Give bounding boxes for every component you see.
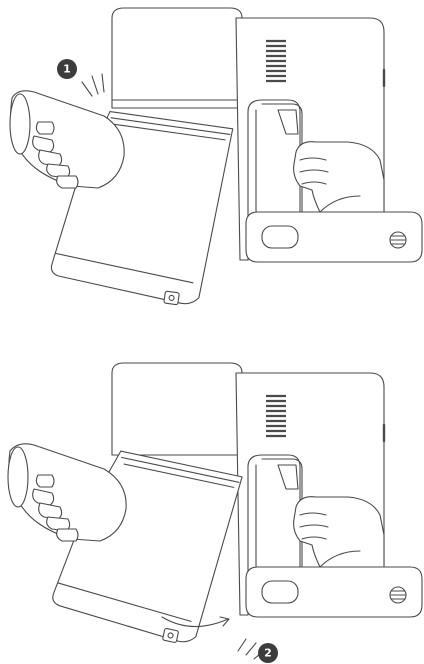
step-1-illustration: 1 <box>0 0 424 320</box>
hand-icon <box>10 91 124 188</box>
hand-icon <box>8 444 126 541</box>
step-badge-2: 2 <box>258 643 278 663</box>
click-sound-icon <box>82 74 104 96</box>
step-2-panel: 2 <box>0 355 424 664</box>
step-number: 2 <box>264 647 272 660</box>
step-number: 1 <box>63 63 71 76</box>
vent-slots <box>266 41 286 81</box>
step-2-illustration: 2 <box>0 355 424 664</box>
vent-slots <box>266 396 286 436</box>
step-1-panel: 1 <box>0 0 424 320</box>
step-badge-1: 1 <box>57 59 77 79</box>
